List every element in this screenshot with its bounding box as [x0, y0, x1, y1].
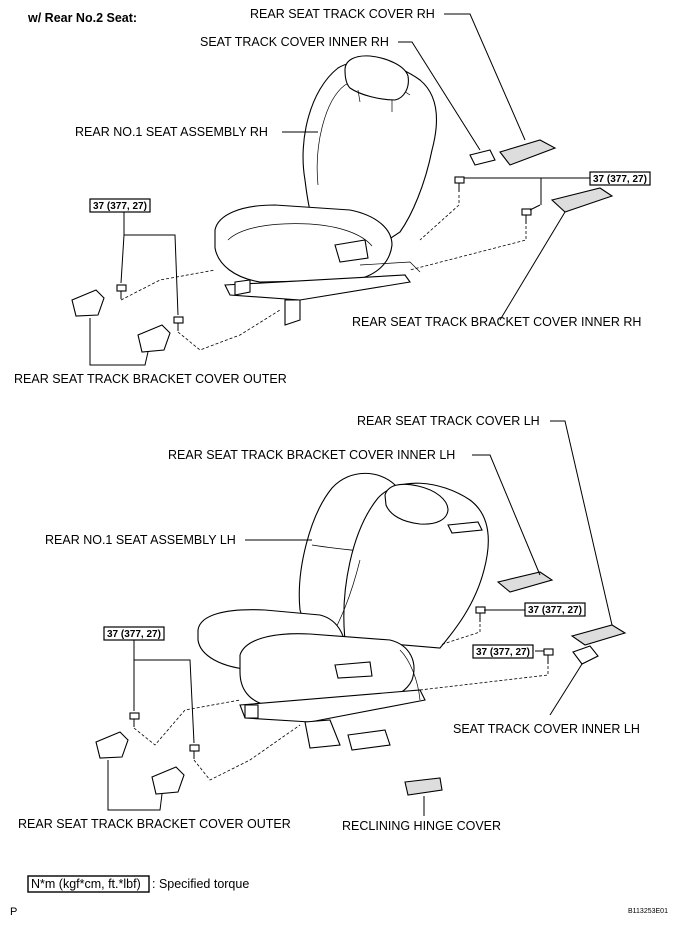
bolt-icon [173, 316, 184, 331]
rear-seat-track-bracket-cover-outer-lh-part [95, 731, 185, 795]
label-rear-seat-track-cover-lh: REAR SEAT TRACK COVER LH [357, 414, 540, 428]
svg-text:37 (377, 27): 37 (377, 27) [107, 629, 161, 640]
label-reclining-hinge-cover: RECLINING HINGE COVER [342, 819, 501, 833]
bolt-icon [189, 744, 200, 759]
rear-seat-track-bracket-cover-inner-lh-part [496, 571, 554, 593]
bolt-icon [129, 712, 140, 727]
label-rear-no1-seat-assembly-lh: REAR NO.1 SEAT ASSEMBLY LH [45, 533, 236, 547]
torque-legend: N*m (kgf*cm, ft.*lbf) : Specified torque [27, 875, 249, 893]
reclining-hinge-cover-part [404, 777, 443, 796]
bolt-icon [543, 648, 554, 664]
torque-box-rh-inner: 37 (377, 27) [589, 171, 651, 186]
torque-box-rh-outer: 37 (377, 27) [89, 198, 151, 213]
bolt-icon [521, 208, 532, 224]
bolt-icon [116, 284, 127, 299]
torque-box-lh-inner-2: 37 (377, 27) [472, 644, 534, 659]
legend-box-text: N*m (kgf*cm, ft.*lbf) [31, 877, 141, 891]
torque-box-lh-outer: 37 (377, 27) [103, 626, 165, 641]
torque-box-lh-inner-1: 37 (377, 27) [524, 602, 586, 617]
footer-figure-code: B113253E01 [628, 908, 668, 915]
svg-text:37 (377, 27): 37 (377, 27) [593, 174, 647, 185]
label-rear-seat-track-bracket-cover-outer-bottom: REAR SEAT TRACK BRACKET COVER OUTER [18, 817, 291, 831]
rear-seat-assembly-lh-drawing [197, 472, 489, 751]
label-rear-seat-track-cover-rh: REAR SEAT TRACK COVER RH [250, 7, 435, 21]
label-rear-seat-track-bracket-cover-inner-rh: REAR SEAT TRACK BRACKET COVER INNER RH [352, 315, 641, 329]
footer-page-letter: P [10, 906, 17, 918]
rear-seat-assembly-rh-drawing [214, 55, 437, 326]
rear-seat-track-bracket-cover-outer-rh-part [71, 289, 171, 353]
rear-seat-track-cover-lh-part [570, 624, 627, 646]
header-title: w/ Rear No.2 Seat: [27, 11, 137, 25]
label-rear-seat-track-bracket-cover-outer-top: REAR SEAT TRACK BRACKET COVER OUTER [14, 372, 287, 386]
seat-track-cover-inner-rh-part [469, 149, 496, 166]
svg-text:37 (377, 27): 37 (377, 27) [93, 201, 147, 212]
svg-text:37 (377, 27): 37 (377, 27) [528, 605, 582, 616]
svg-text:37 (377, 27): 37 (377, 27) [476, 647, 530, 658]
label-rear-no1-seat-assembly-rh: REAR NO.1 SEAT ASSEMBLY RH [75, 125, 268, 139]
bolt-icon [454, 176, 465, 192]
bolt-icon [475, 606, 486, 622]
label-seat-track-cover-inner-rh: SEAT TRACK COVER INNER RH [200, 35, 389, 49]
rear-seat-track-cover-rh-part [499, 139, 557, 166]
label-seat-track-cover-inner-lh: SEAT TRACK COVER INNER LH [453, 722, 640, 736]
label-rear-seat-track-bracket-cover-inner-lh: REAR SEAT TRACK BRACKET COVER INNER LH [168, 448, 455, 462]
rear-seat-track-bracket-cover-inner-rh-part [550, 187, 614, 213]
seat-track-cover-inner-lh-part [572, 645, 599, 665]
legend-description: : Specified torque [152, 877, 249, 891]
